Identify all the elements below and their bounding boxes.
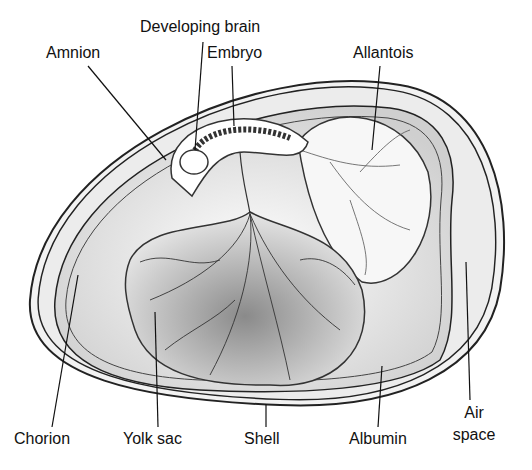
shell-outer	[30, 81, 504, 405]
brain	[180, 150, 208, 174]
yolk-vessels	[140, 214, 355, 380]
part-label: Amnion	[46, 42, 100, 64]
part-label: Developing brain	[140, 16, 260, 38]
chorion	[55, 106, 453, 392]
part-label: Air space	[444, 402, 504, 446]
leader-lines	[52, 42, 470, 427]
part-label: Shell	[244, 428, 280, 450]
shell-inner	[38, 87, 496, 400]
embryo	[192, 129, 290, 160]
part-label: Embryo	[207, 42, 262, 64]
part-label: Chorion	[14, 428, 70, 450]
part-label: Allantois	[353, 42, 413, 64]
amnion	[171, 119, 308, 196]
yolk-sac	[125, 212, 364, 385]
part-label: Yolk sac	[123, 428, 182, 450]
stalk	[240, 152, 250, 214]
part-label: Albumin	[349, 428, 407, 450]
